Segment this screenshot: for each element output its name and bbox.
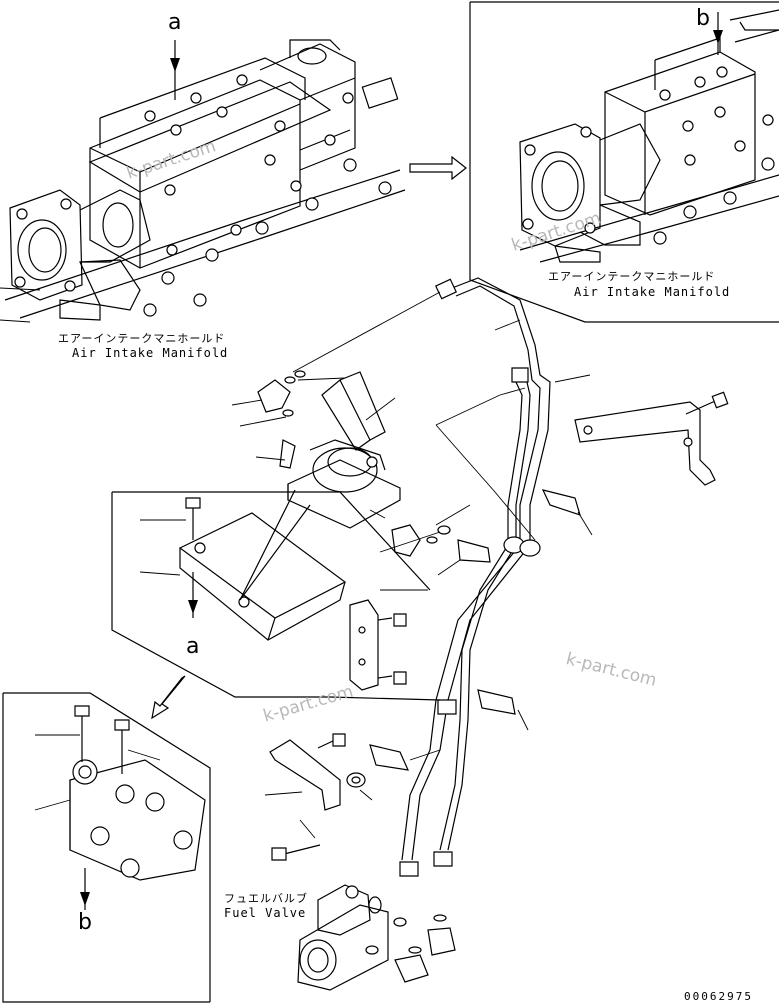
fuel-pipes [400,278,550,876]
mount-detail [70,706,205,910]
manifold-left-jp-label: エアーインテークマニホールド [58,332,226,345]
manifold-left-en-label: Air Intake Manifold [72,346,229,360]
fuel-valve [298,885,455,990]
manifold-right-en-label: Air Intake Manifold [574,285,731,299]
ref-a-top: a [168,10,183,35]
manifold-right-jp-label: エアーインテークマニホールド [548,270,716,283]
governor-actuator [258,371,437,556]
detail-box-a [3,693,210,1002]
mount-plate [180,490,406,690]
fuel-valve-en-label: Fuel Valve [224,906,307,920]
fuel-valve-jp-label: フュエルバルブ [224,892,308,905]
ref-b-top: b [696,6,711,31]
leader-lines [35,292,592,838]
ref-a-mid: a [186,634,201,659]
transfer-arrow [410,157,466,179]
part-code: 00062975 [684,990,753,1003]
pipe-brackets [347,392,728,787]
bolts-left [144,75,391,316]
mid-detail-box [112,492,440,700]
mount-bracket [270,734,345,860]
detail-box-b [470,2,779,322]
transfer-arrow-lower [152,676,185,718]
manifold-right [520,10,779,262]
manifold-left [0,40,405,322]
ref-b-bottom: b [78,910,93,935]
bolts-right [654,67,774,244]
